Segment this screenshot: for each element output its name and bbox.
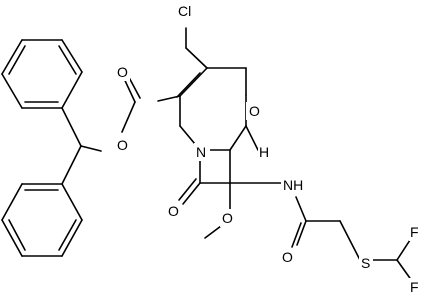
atom-ester-carbonyl-oxygen: O — [117, 64, 128, 80]
atom-stereo-hydrogen: H — [259, 144, 269, 160]
atom-fluorine-bottom: F — [410, 279, 419, 295]
atom-fluorine-top: F — [410, 224, 419, 240]
atom-chlorine: Cl — [178, 3, 191, 19]
atom-amide-oxygen: O — [282, 249, 293, 265]
atom-lactam-oxygen: O — [168, 203, 179, 219]
atom-sulfur: S — [361, 255, 370, 271]
atom-labels: Cl O O O H N O NH O O S F F — [114, 1, 422, 296]
atom-ring-nitrogen: N — [196, 144, 206, 160]
atom-methoxy-oxygen: O — [222, 210, 233, 226]
atom-ester-oxygen: O — [117, 137, 128, 153]
atom-ring-oxygen: O — [249, 103, 260, 119]
atom-amide-nh: NH — [283, 177, 303, 193]
